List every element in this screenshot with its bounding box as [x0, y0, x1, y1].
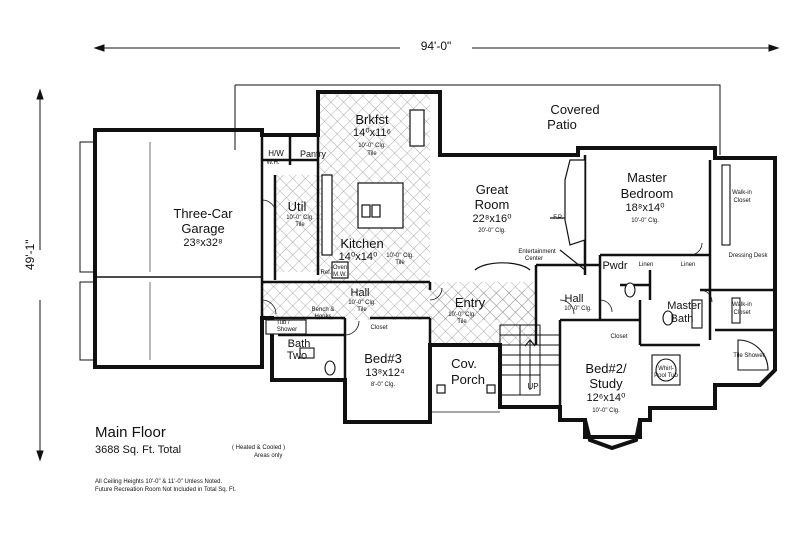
bench-hooks-label-2: Hooks — [314, 314, 332, 320]
overall-depth-label: 49'-1" — [23, 239, 37, 270]
ref-label: Ref. — [320, 270, 332, 276]
hw-name: H/W — [268, 149, 284, 158]
master-bath-name-line2: Bath — [670, 313, 694, 325]
hall-2-name: Hall — [564, 293, 584, 305]
entertainment-center-label-2: Center — [524, 256, 544, 262]
patio-name-line1: Covered — [550, 102, 600, 117]
great-room-name-line1: Great — [475, 182, 509, 197]
interior-walls — [260, 135, 775, 422]
exterior-walls — [93, 90, 777, 451]
bed2-ceiling: 10'-0" Clg. — [592, 408, 620, 414]
bed3-ceiling: 8'-0" Clg. — [370, 382, 396, 388]
stairs-up-label: UP — [527, 382, 539, 391]
util-finish: Tile — [295, 222, 305, 228]
overall-depth-dimension-line — [36, 88, 44, 462]
util-name: Util — [287, 199, 307, 214]
bed2-name-line1: Bed#2/ — [585, 361, 627, 376]
bed2-dimension: 12⁶x14⁰ — [586, 392, 626, 404]
tub-shower-label-2: Shower — [276, 327, 298, 333]
porch-name-line2: Porch — [451, 372, 485, 387]
bath-two-name-line1: Bath — [287, 338, 311, 350]
master-bedroom-dimension: 18⁸x14⁰ — [625, 202, 665, 214]
linen-label: Linen — [638, 262, 654, 268]
porch-columns — [430, 384, 500, 413]
fireplace-label: F.P. — [553, 215, 563, 221]
linen-label-2: Linen — [680, 262, 696, 268]
kitchen-dimension: 14⁰x14⁰ — [338, 251, 378, 263]
brkfst-dimension: 14⁰x11⁶ — [352, 127, 392, 139]
util-ceiling: 10'-0" Clg. — [286, 215, 314, 221]
brkfst-name: Brkfst — [355, 112, 389, 127]
garage-doors — [79, 141, 262, 361]
walk-in-closet-label-1b: Closet — [733, 198, 751, 204]
floor-title: Main Floor — [95, 424, 166, 441]
bed2-closet-label: Closet — [610, 334, 628, 340]
entertainment-center-label-1: Entertainment — [518, 249, 556, 255]
kitchen-fixtures — [321, 109, 425, 279]
master-bath-fixtures — [624, 164, 769, 386]
kitchen-ceiling: 10'-0" Clg. — [386, 253, 414, 259]
master-bath-name-line1: Master — [667, 300, 701, 312]
hall-name: Hall — [350, 287, 370, 299]
tile-shower-label: Tile Shower — [733, 353, 765, 359]
garage-dimension: 23⁸x32⁸ — [183, 237, 223, 249]
dressing-desk-label: Dressing Desk — [728, 253, 768, 259]
microwave-label: M.W. — [333, 272, 347, 278]
garage-name-line2: Garage — [181, 221, 225, 236]
hall-2-ceiling: 10'-0" Clg. — [564, 306, 592, 312]
entry-finish: Tile — [457, 319, 467, 325]
garage-name-line1: Three-Car — [173, 206, 233, 221]
brkfst-finish: Tile — [367, 151, 377, 157]
overall-width-dimension-line — [93, 44, 780, 52]
bath-two-name-line2: Two — [286, 350, 308, 362]
entry-name: Entry — [454, 295, 486, 310]
bed3-name: Bed#3 — [364, 351, 402, 366]
bed2-name-line2: Study — [589, 376, 623, 391]
kitchen-name: Kitchen — [340, 236, 384, 251]
brkfst-ceiling: 10'-0" Clg. — [358, 143, 386, 149]
bench-hooks-label-1: Bench & — [311, 307, 335, 313]
tub-shower-label-1: Tub / — [276, 320, 290, 326]
walk-in-closet-label-2b: Closet — [733, 310, 751, 316]
oven-label: Oven — [332, 265, 348, 271]
patio-name-line2: Patio — [547, 117, 577, 132]
whirlpool-label-1: Whirl- — [658, 366, 674, 372]
walk-in-closet-label-2a: Walk-in — [732, 302, 752, 308]
great-room-ceiling: 20'-0" Clg. — [478, 228, 506, 234]
whirlpool-label-2: Pool Tub — [654, 373, 678, 379]
recreation-room-note: Future Recreation Room Not Included in T… — [95, 487, 236, 493]
great-room-features — [474, 159, 586, 271]
great-room-name-line2: Room — [474, 197, 510, 212]
hall-finish: Tile — [357, 307, 367, 313]
porch-name-line1: Cov. — [451, 356, 477, 371]
pantry-name: Pantry — [299, 149, 327, 159]
master-bedroom-ceiling: 10'-0" Clg. — [631, 218, 659, 224]
master-bedroom-name-line2: Bedroom — [620, 186, 674, 201]
stairs — [499, 324, 560, 396]
great-room-dimension: 22⁸x16⁰ — [472, 213, 512, 225]
overall-width-label: 94'-0" — [420, 39, 452, 53]
pwdr-name: Pwdr — [602, 260, 628, 272]
hall-ceiling: 10'-0" Clg. — [348, 300, 376, 306]
bed3-closet-label: Closet — [370, 325, 388, 331]
covered-patio-outline — [234, 84, 721, 155]
walk-in-closet-label-1a: Walk-in — [732, 190, 752, 196]
total-square-feet: 3688 Sq. Ft. Total — [95, 444, 182, 456]
total-note-line1: ( Heated & Cooled ) — [232, 445, 286, 451]
entry-ceiling: 10'-0" Clg. — [448, 312, 476, 318]
bath-two-fixtures — [265, 319, 336, 376]
master-bedroom-name-line1: Master — [627, 170, 667, 185]
water-heater-label: W.H. — [266, 160, 280, 166]
total-note-line2: Areas only — [254, 453, 283, 459]
kitchen-finish: Tile — [395, 260, 405, 266]
bed3-dimension: 13⁸x12⁴ — [365, 367, 405, 379]
door-swings — [261, 199, 713, 336]
ceiling-note: All Ceiling Heights 10'-0" & 11'-0" Unle… — [95, 479, 223, 485]
